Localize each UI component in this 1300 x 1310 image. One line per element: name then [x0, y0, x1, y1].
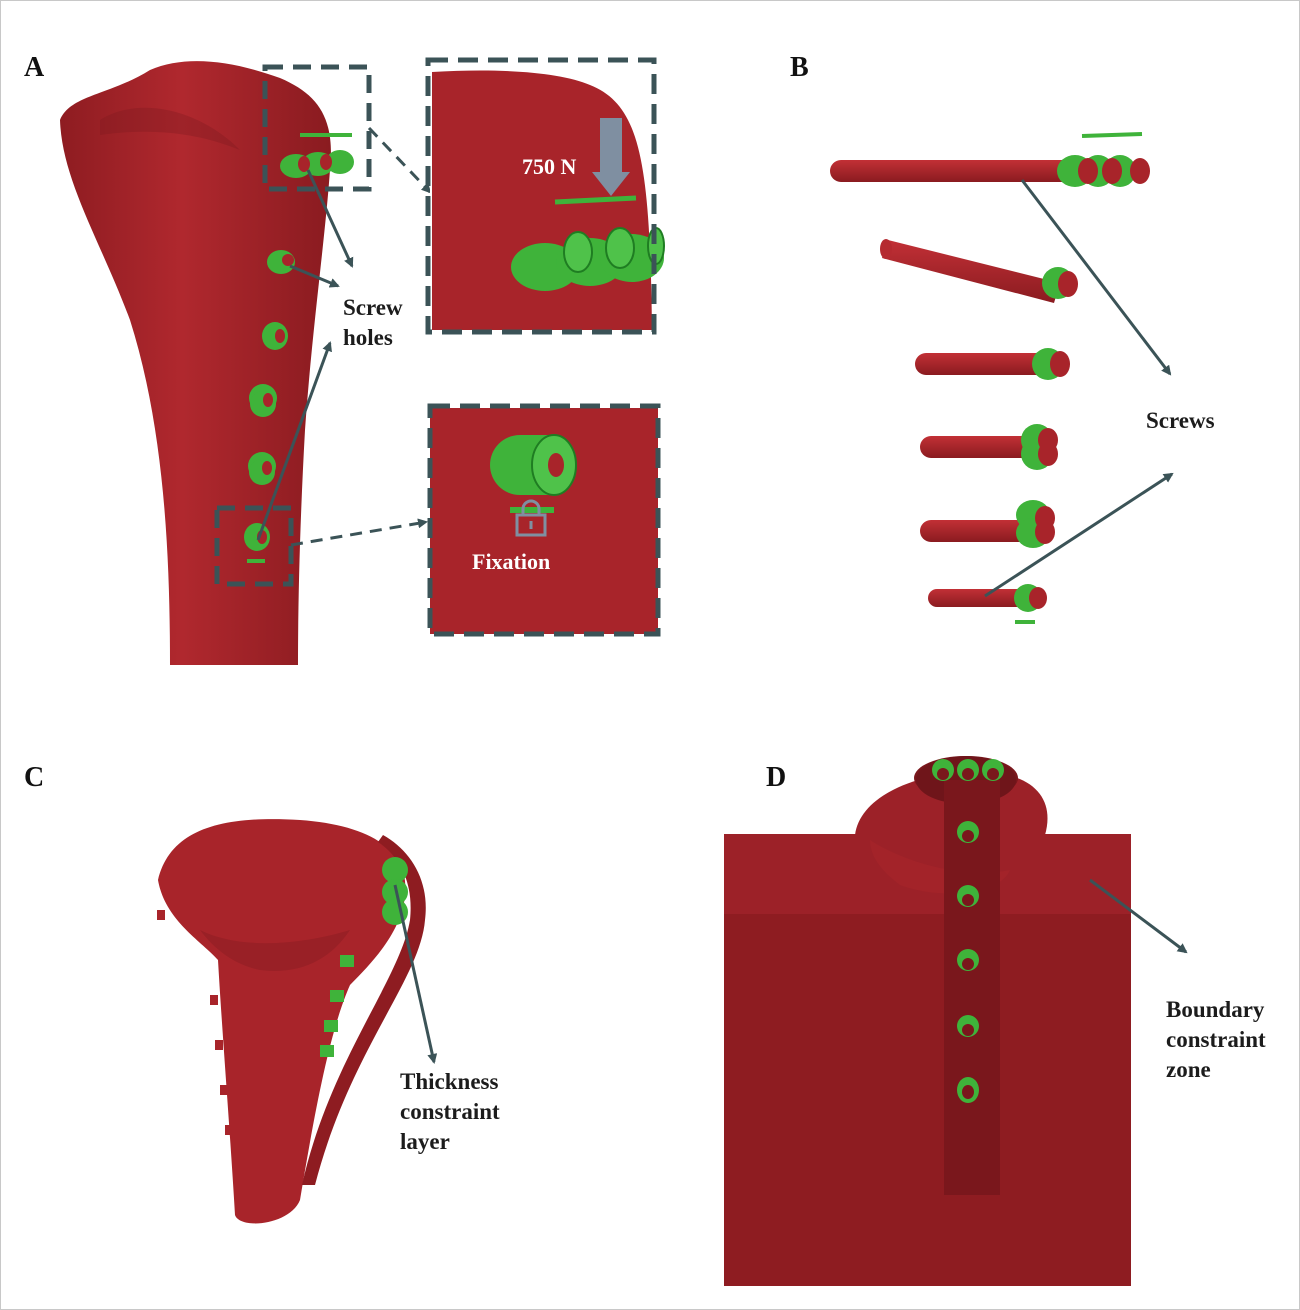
screw-hole-4 — [249, 384, 277, 417]
panel-d-letter: D — [766, 762, 786, 794]
screw-hole-3 — [262, 322, 288, 350]
screw-1 — [830, 134, 1150, 187]
screw-holes-label: Screw holes — [343, 293, 423, 353]
screws-label: Screws — [1146, 406, 1215, 436]
thickness-label: Thickness constraint layer — [400, 1067, 540, 1157]
panel-a-artwork — [60, 60, 664, 665]
screw-hole-2 — [267, 250, 295, 274]
boundary-label: Boundary constraint zone — [1166, 995, 1296, 1085]
panel-c-artwork — [157, 819, 434, 1223]
panel-b-letter: B — [790, 52, 809, 84]
panel-b-artwork — [830, 134, 1172, 622]
inset-load — [428, 60, 664, 332]
fixation-label: Fixation — [472, 549, 550, 575]
screw-4 — [920, 424, 1058, 470]
load-label: 750 N — [522, 154, 576, 180]
panel-a-letter: A — [24, 52, 44, 84]
screw-2 — [880, 239, 1078, 303]
screw-5 — [920, 500, 1055, 548]
screw-hole-5 — [248, 452, 276, 485]
screw-6 — [928, 584, 1047, 622]
panel-d-artwork — [724, 756, 1186, 1286]
screw-3 — [915, 348, 1070, 380]
panel-c-letter: C — [24, 762, 44, 794]
inset-fixation — [430, 406, 658, 634]
